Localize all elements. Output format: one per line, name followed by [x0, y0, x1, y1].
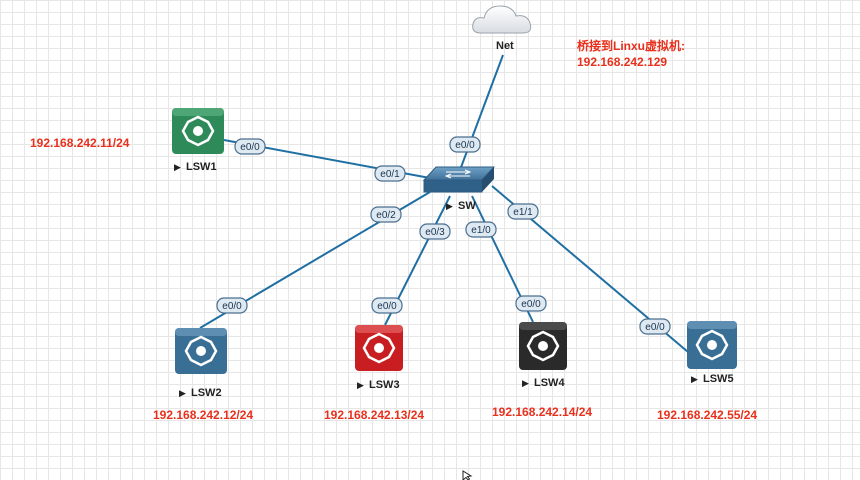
router-icon: [175, 328, 227, 374]
node-label-lsw1: LSW1: [186, 161, 217, 173]
lsw3-ip-label: 192.168.242.13/24: [324, 408, 424, 422]
svg-text:e0/0: e0/0: [222, 301, 242, 312]
port-badge-sw-e10[interactable]: e1/0: [465, 221, 497, 238]
svg-text:e0/3: e0/3: [425, 227, 445, 238]
node-label-lsw4: LSW4: [534, 377, 565, 389]
port-badge-net-e00[interactable]: e0/0: [449, 136, 481, 153]
port-badge-sw-e02[interactable]: e0/2: [370, 206, 402, 223]
port-badge-lsw4-e00[interactable]: e0/0: [515, 295, 547, 312]
svg-text:e0/2: e0/2: [376, 210, 396, 221]
port-badge-lsw2-e00[interactable]: e0/0: [216, 297, 248, 314]
port-badge-lsw3-e00[interactable]: e0/0: [371, 297, 403, 314]
lsw5-ip-label: 192.168.242.55/24: [657, 408, 757, 422]
svg-text:e1/0: e1/0: [471, 225, 491, 236]
annotations: 桥接到Linxu虚拟机: 192.168.242.129 192.168.242…: [30, 38, 757, 422]
play-icon: ▶: [357, 380, 364, 390]
port-badge-sw-e01[interactable]: e0/1: [374, 165, 406, 182]
node-lsw4[interactable]: ▶ LSW4: [519, 322, 567, 389]
lsw4-ip-label: 192.168.242.14/24: [492, 405, 592, 419]
play-icon: ▶: [446, 201, 453, 211]
lsw2-ip-label: 192.168.242.12/24: [153, 408, 253, 422]
router-icon: [172, 108, 224, 154]
lsw1-ip-label: 192.168.242.11/24: [30, 136, 130, 150]
svg-text:e0/0: e0/0: [521, 299, 541, 310]
node-label-lsw2: LSW2: [191, 387, 222, 399]
port-badge-sw-e03[interactable]: e0/3: [419, 223, 451, 240]
node-label-lsw3: LSW3: [369, 379, 400, 391]
node-net[interactable]: Net: [472, 5, 532, 52]
node-label-sw: SW: [458, 200, 476, 212]
svg-text:e0/0: e0/0: [377, 301, 397, 312]
play-icon: ▶: [179, 388, 186, 398]
svg-text:e1/1: e1/1: [513, 207, 533, 218]
node-label-net: Net: [496, 40, 514, 52]
node-lsw3[interactable]: ▶ LSW3: [355, 325, 403, 391]
svg-text:e0/0: e0/0: [645, 322, 665, 333]
ethernet-switch-icon: [422, 166, 496, 193]
node-lsw5[interactable]: ▶ LSW5: [687, 321, 737, 385]
port-badge-sw-e11[interactable]: e1/1: [507, 203, 539, 220]
node-lsw2[interactable]: ▶ LSW2: [175, 328, 227, 399]
node-sw[interactable]: ▶ SW: [422, 166, 496, 212]
port-badges: e0/0 e0/0 e0/1 e0/2 e0/0 e0/3 e0/0 e1/0: [216, 136, 671, 335]
node-lsw1[interactable]: ▶ LSW1: [172, 108, 224, 173]
link-net-sw[interactable]: [459, 54, 504, 171]
bridge-annotation-title: 桥接到Linxu虚拟机:: [577, 38, 685, 53]
mouse-cursor-icon: [462, 470, 473, 480]
node-label-lsw5: LSW5: [703, 373, 734, 385]
router-icon: [355, 325, 403, 371]
port-badge-lsw5-e00[interactable]: e0/0: [639, 318, 671, 335]
router-icon: [687, 321, 737, 369]
play-icon: ▶: [522, 378, 529, 388]
svg-text:e0/0: e0/0: [240, 142, 260, 153]
bridge-annotation-ip: 192.168.242.129: [577, 55, 667, 69]
links: [199, 54, 689, 353]
svg-text:e0/1: e0/1: [380, 169, 400, 180]
cloud-icon: [472, 5, 532, 34]
play-icon: ▶: [691, 374, 698, 384]
router-icon: [519, 322, 567, 370]
svg-text:e0/0: e0/0: [455, 140, 475, 151]
play-icon: ▶: [174, 162, 181, 172]
port-badge-lsw1-e00[interactable]: e0/0: [234, 138, 266, 155]
